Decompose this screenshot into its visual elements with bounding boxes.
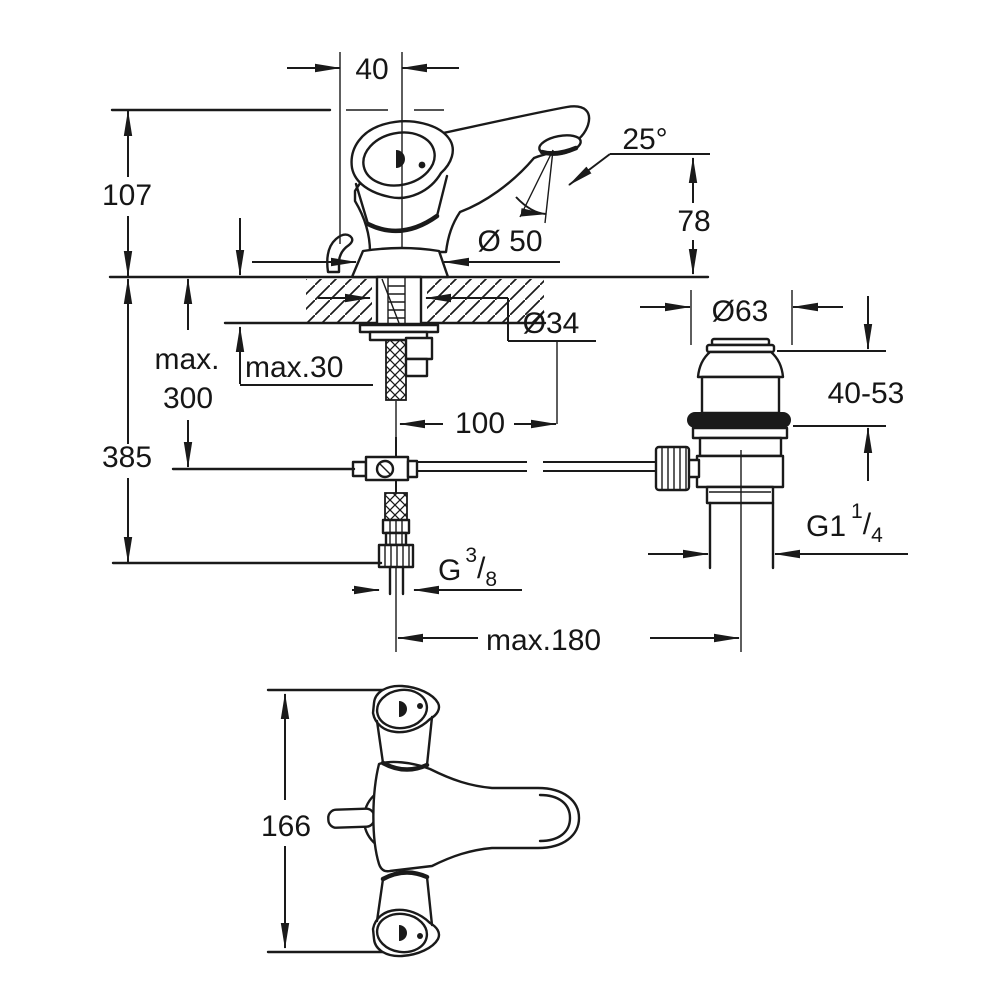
dim-max300-label-line1: max. — [154, 343, 219, 376]
plan-handle-far — [371, 684, 441, 772]
rod-guide-lower — [404, 357, 429, 378]
supply-nut — [377, 543, 415, 569]
linkage-tee — [351, 437, 419, 493]
plan-popup-lever — [327, 807, 376, 829]
angle-arc-arrow — [515, 196, 547, 217]
horizontal-linkage-rod — [417, 459, 657, 474]
dim-max30-label: max.30 — [245, 351, 343, 384]
waste-lip — [691, 426, 789, 440]
handle-top-face — [362, 131, 436, 187]
dim-40-label: 40 — [355, 53, 388, 86]
waste-lower-body — [695, 454, 785, 489]
flex-hose-upper — [385, 339, 407, 401]
dim-385-label: 385 — [102, 441, 152, 474]
rod-guide-upper — [404, 336, 434, 361]
supply-nut-ribs — [384, 546, 410, 566]
shank-thread-detail — [387, 278, 406, 323]
supply-thread-stub — [388, 565, 405, 596]
faucet-side-body — [326, 52, 591, 279]
plan-handle-near — [371, 870, 441, 958]
plan-body-spout-outline — [372, 760, 581, 873]
waste-flange-cone — [696, 350, 785, 379]
tee-right-stub — [406, 459, 419, 479]
plan-near-knob-small-dot — [417, 933, 423, 939]
under-deck-assembly — [351, 275, 657, 652]
plan-near-cone-sides — [375, 875, 434, 927]
plan-far-knob-small-dot — [417, 703, 423, 709]
plan-near-knob-face — [375, 912, 429, 954]
plan-view: 166 — [261, 684, 581, 958]
dim-d34-bracket — [507, 298, 596, 342]
waste-pipe — [708, 501, 775, 570]
waste-knurled-knob — [654, 445, 691, 492]
dim-max300-label-line2: 300 — [163, 382, 213, 415]
dim-25-leader — [568, 153, 611, 186]
waste-thread-collar — [705, 485, 775, 505]
dim-d34-label: Ø34 — [523, 307, 580, 340]
shank-rod-detail — [381, 278, 400, 324]
dim-4053-label: 40-53 — [828, 377, 905, 410]
tee-screw-slot — [379, 463, 392, 476]
handle-indicator-dot — [396, 150, 405, 168]
faucet-base — [350, 246, 450, 279]
dim-100-label: 100 — [455, 407, 505, 440]
waste-seal-ring — [687, 412, 791, 428]
dim-d50-label: Ø 50 — [477, 225, 542, 258]
dim-d63-label: Ø63 — [712, 295, 769, 328]
flex-hose-lower — [384, 492, 408, 521]
plan-near-knob-dot — [399, 925, 407, 941]
waste-knob-knurling — [661, 448, 687, 489]
plan-far-knob-face — [375, 688, 429, 730]
deck-hatch-left — [306, 279, 372, 322]
dim-max180-label: max.180 — [486, 624, 601, 657]
dim-4053-ref-lines — [777, 350, 886, 427]
connector-ribs — [389, 521, 403, 544]
plan-far-cone-rim — [380, 760, 430, 772]
ext-lines-d63 — [690, 290, 793, 345]
plan-near-cone-rim — [380, 870, 430, 882]
dim-107-label: 107 — [102, 179, 152, 212]
dim-166-label: 166 — [261, 810, 311, 843]
plan-far-knob-dot — [399, 701, 407, 717]
plan-spout-inner-line — [538, 793, 572, 843]
handle-small-dot — [418, 161, 426, 169]
aerator-accent — [539, 145, 579, 156]
dim-25-label: 25° — [622, 123, 667, 156]
plan-far-cone-sides — [375, 715, 434, 767]
side-view-dimensions: 40 107 385 max. 300 max.30 Ø 50 — [102, 52, 740, 657]
handle-cone-sides — [354, 174, 449, 226]
dim-78-label: 78 — [677, 205, 710, 238]
waste-upper-body — [700, 375, 781, 415]
side-view: 40 107 385 max. 300 max.30 Ø 50 — [102, 52, 908, 657]
